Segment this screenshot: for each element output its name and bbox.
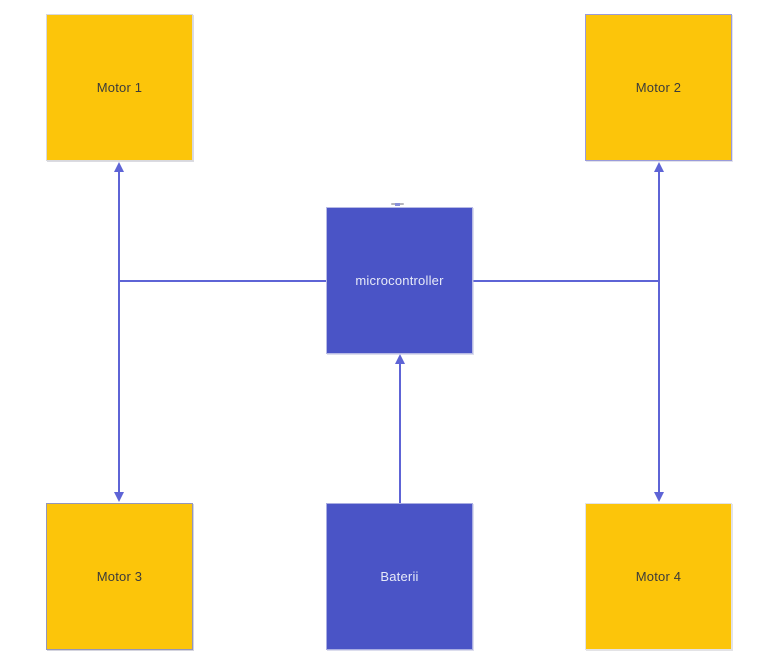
node-microcontroller: microcontroller [326, 207, 473, 354]
connector-motor1-motor3 [118, 170, 120, 495]
node-battery: Baterii [326, 503, 473, 650]
connector-microcontroller-left-bus [119, 280, 326, 282]
node-motor-4: Motor 4 [585, 503, 732, 650]
connector-battery-microcontroller [399, 362, 401, 503]
connector-motor2-motor4 [658, 170, 660, 495]
node-label: Motor 1 [96, 80, 143, 95]
node-motor-3: Motor 3 [46, 503, 193, 650]
node-label: microcontroller [355, 273, 444, 288]
connector-microcontroller-right-bus [473, 280, 659, 282]
node-label: Motor 2 [635, 80, 682, 95]
arrowhead-up-icon [654, 162, 664, 172]
node-label: Baterii [380, 569, 419, 584]
node-motor-1: Motor 1 [46, 14, 193, 161]
node-label: Motor 4 [635, 569, 682, 584]
arrowhead-down-icon [114, 492, 124, 502]
stray-mark [391, 203, 404, 206]
arrowhead-down-icon [654, 492, 664, 502]
node-motor-2: Motor 2 [585, 14, 732, 161]
arrowhead-up-icon [114, 162, 124, 172]
arrowhead-up-icon [395, 354, 405, 364]
node-label: Motor 3 [96, 569, 143, 584]
